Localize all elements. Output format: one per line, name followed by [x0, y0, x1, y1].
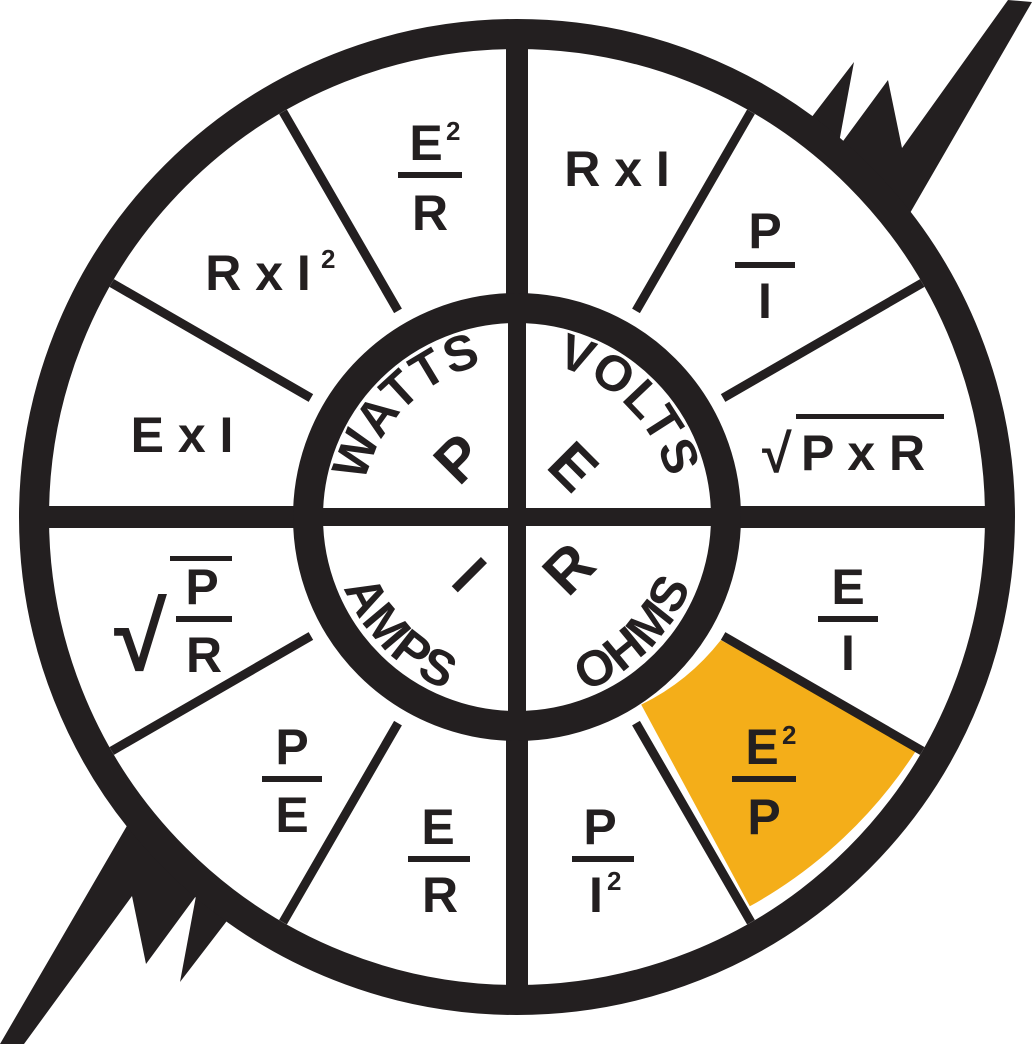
- svg-text:I: I: [589, 867, 603, 923]
- svg-text:P: P: [275, 719, 308, 775]
- formula-e2-over-p: E 2 P: [732, 719, 796, 845]
- formula-sqrt-p-times-r: √ P x R: [762, 414, 944, 484]
- svg-text:E: E: [275, 787, 308, 843]
- svg-text:R x I: R x I: [205, 245, 311, 301]
- svg-text:P: P: [747, 789, 780, 845]
- svg-text:R: R: [186, 627, 222, 683]
- svg-text:I: I: [758, 273, 772, 329]
- svg-text:2: 2: [446, 116, 460, 146]
- svg-text:R: R: [422, 867, 458, 923]
- svg-text:2: 2: [782, 720, 796, 750]
- svg-text:E: E: [745, 719, 778, 775]
- formula-p-over-i2: P I 2: [572, 799, 634, 923]
- svg-text:2: 2: [607, 866, 621, 896]
- svg-text:√: √: [114, 584, 167, 691]
- formula-sqrt-p-over-r: √ P R: [114, 556, 232, 691]
- svg-text:P: P: [748, 203, 781, 259]
- formula-r-times-i: R x I: [564, 141, 670, 197]
- formula-r-times-i2: R x I 2: [205, 244, 335, 301]
- sector-dividers: [109, 109, 925, 925]
- svg-text:E: E: [421, 799, 454, 855]
- formula-e2-over-r: E 2 R: [398, 115, 462, 241]
- formula-e-over-i: E I: [818, 559, 878, 681]
- formula-p-over-i: P I: [735, 203, 795, 329]
- svg-text:P: P: [583, 799, 616, 855]
- svg-text:P: P: [185, 559, 218, 615]
- svg-text:P x R: P x R: [801, 425, 925, 481]
- formula-e-times-i: E x I: [131, 407, 234, 463]
- svg-text:E: E: [831, 559, 864, 615]
- svg-text:2: 2: [321, 244, 335, 274]
- highlighted-sector: [641, 640, 918, 907]
- svg-text:I: I: [841, 625, 855, 681]
- svg-text:√: √: [762, 424, 792, 484]
- svg-text:E: E: [409, 115, 442, 171]
- svg-text:R: R: [412, 185, 448, 241]
- formula-e-over-r: E R: [408, 799, 470, 923]
- formula-p-over-e: P E: [262, 719, 322, 843]
